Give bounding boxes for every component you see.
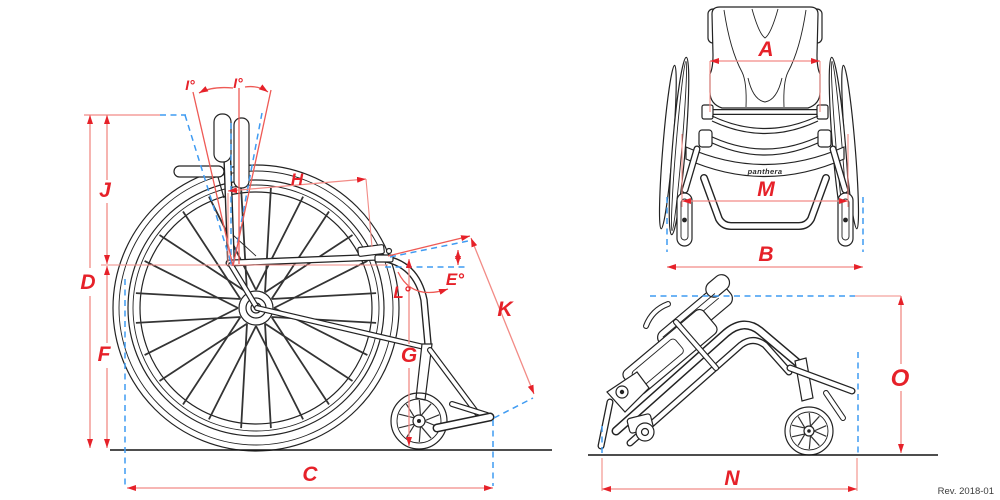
front-construction-lines <box>666 197 864 252</box>
label-i-left: I° <box>185 77 195 93</box>
label-o: O <box>891 365 910 392</box>
brand-logo-text: panthera <box>747 167 783 176</box>
tilted-caster-spokes <box>791 412 827 450</box>
label-b: B <box>758 243 773 266</box>
label-c: C <box>302 463 318 486</box>
label-j: J <box>99 179 112 202</box>
front-dimensions <box>667 58 863 270</box>
label-a: A <box>757 38 773 61</box>
tilted-frame <box>597 274 856 456</box>
label-g: G <box>401 344 417 367</box>
revision-note: Rev. 2018-01 <box>938 486 994 497</box>
label-k: K <box>497 298 514 321</box>
side-frame <box>173 113 495 450</box>
caster-spokes <box>398 399 440 443</box>
label-n: N <box>724 467 740 490</box>
front-frame <box>676 104 854 247</box>
label-h: H <box>291 170 304 189</box>
tilted-construction-lines <box>601 295 859 455</box>
side-dimensions <box>84 84 535 491</box>
label-m: M <box>757 178 775 201</box>
label-i-right: I° <box>233 75 243 91</box>
tilted-dimensions <box>601 295 904 492</box>
front-view: panthera A M B <box>658 6 864 270</box>
label-f: F <box>98 343 112 366</box>
label-d: D <box>80 271 95 294</box>
side-view: I° I° J D F H E° L° K G C <box>80 75 552 491</box>
label-l: L° <box>393 283 410 302</box>
label-e: E° <box>446 270 464 289</box>
wheel-spokes <box>135 187 377 429</box>
tilted-view: O N <box>588 274 938 492</box>
